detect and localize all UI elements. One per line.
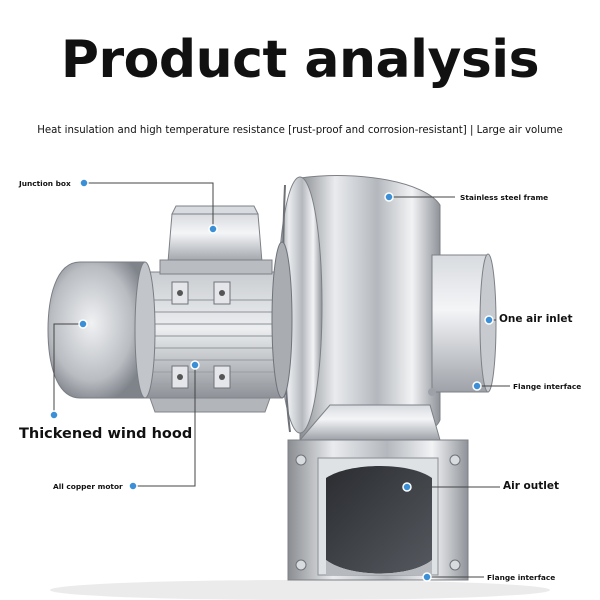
label-air-outlet: Air outlet bbox=[503, 480, 560, 492]
callout-dots bbox=[49, 178, 494, 582]
page-subtitle: Heat insulation and high temperature res… bbox=[37, 125, 563, 136]
air-outlet-flange bbox=[287, 404, 469, 581]
wind-hood bbox=[47, 261, 156, 399]
floor-shadow bbox=[50, 580, 550, 600]
label-flange-interface-bottom: Flange interface bbox=[487, 573, 556, 582]
junction-box bbox=[159, 205, 273, 275]
label-stainless-frame: Stainless steel frame bbox=[460, 193, 549, 202]
page-title: Product analysis bbox=[60, 30, 540, 90]
label-air-inlet: One air inlet bbox=[499, 313, 573, 325]
stainless-volute bbox=[277, 175, 441, 446]
air-inlet-tube bbox=[428, 253, 497, 396]
label-junction-box: Junction box bbox=[19, 179, 71, 188]
label-wind-hood: Thickened wind hood bbox=[19, 426, 193, 442]
blower-illustration bbox=[47, 175, 550, 600]
motor-body bbox=[139, 241, 293, 413]
leader-lines bbox=[53, 182, 510, 578]
label-copper-motor: All copper motor bbox=[53, 482, 123, 491]
label-flange-interface-top: Flange interface bbox=[513, 382, 582, 391]
